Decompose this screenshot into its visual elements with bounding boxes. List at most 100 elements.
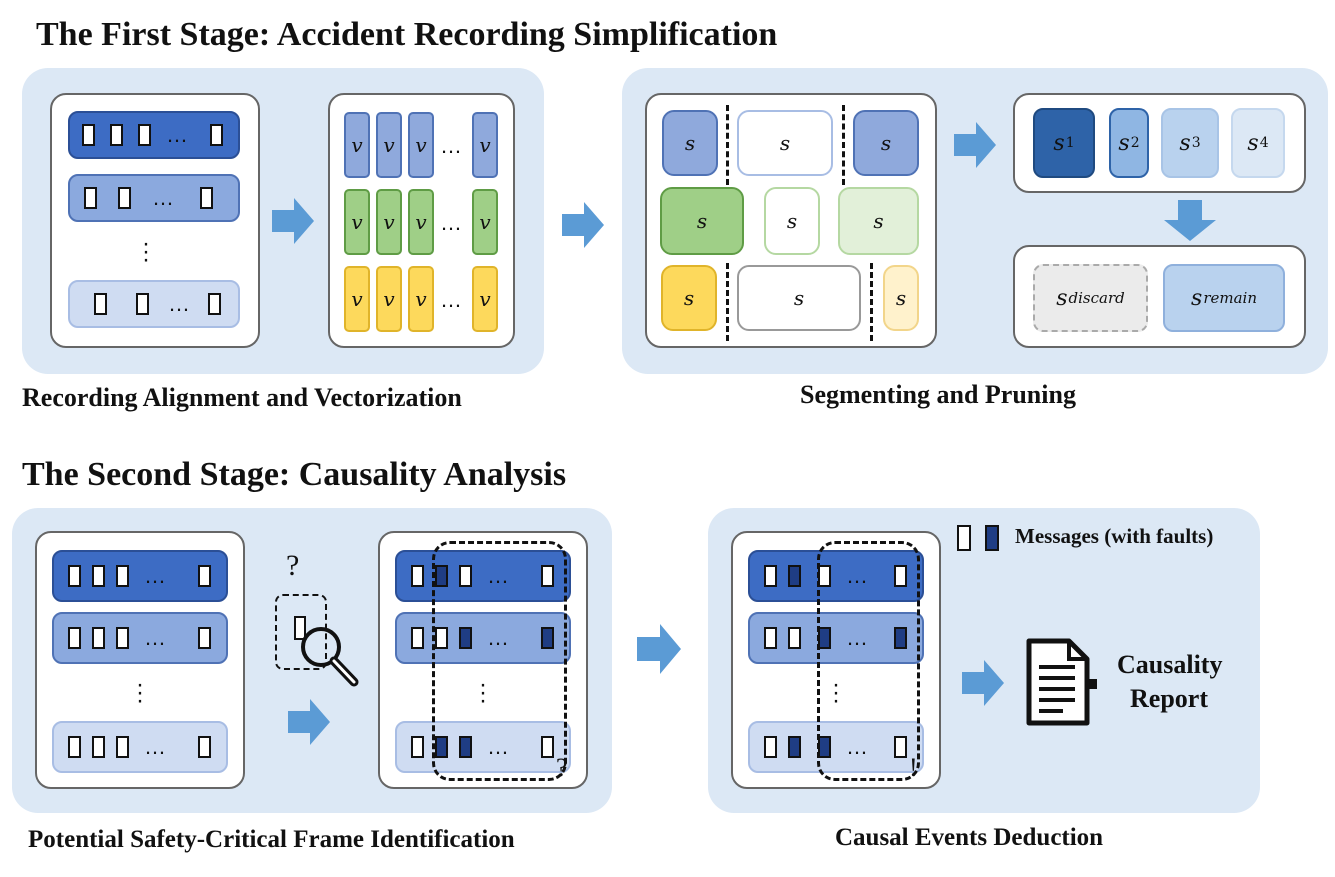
recording-row: … bbox=[68, 280, 240, 328]
recording-row: … bbox=[68, 111, 240, 159]
causal-events-card: … … ··· … ! bbox=[731, 531, 941, 789]
ellipsis: … bbox=[152, 185, 174, 210]
faulty-message-icon bbox=[788, 565, 801, 587]
recording-row: … bbox=[52, 721, 228, 773]
vector-cell: v bbox=[408, 189, 434, 255]
recording-row: … bbox=[748, 721, 924, 773]
report-title-line2: Report bbox=[1130, 684, 1208, 713]
recording-row: … bbox=[68, 174, 240, 222]
stage1-title: The First Stage: Accident Recording Simp… bbox=[36, 16, 778, 53]
right-arrow-icon bbox=[962, 660, 1004, 706]
vector-cell: v bbox=[376, 112, 402, 178]
segment-subscript: 2 bbox=[1130, 135, 1140, 151]
message-icon bbox=[92, 627, 105, 649]
exclamation-icon: ! bbox=[909, 753, 918, 782]
message-icon bbox=[957, 525, 971, 551]
recording-row: … bbox=[52, 550, 228, 602]
message-icon bbox=[435, 627, 448, 649]
message-icon bbox=[198, 565, 211, 587]
message-icon bbox=[411, 627, 424, 649]
message-icon bbox=[541, 565, 554, 587]
message-icon bbox=[198, 736, 211, 758]
message-icon bbox=[110, 124, 123, 146]
message-icon bbox=[92, 565, 105, 587]
segment-divider bbox=[842, 105, 845, 185]
identified-frame-card: … … ··· … ? bbox=[378, 531, 588, 789]
vertical-ellipsis: ··· bbox=[142, 230, 150, 273]
segment-subscript: remain bbox=[1203, 289, 1257, 307]
message-icon bbox=[118, 187, 131, 209]
right-arrow-icon bbox=[272, 198, 314, 244]
segment: s bbox=[662, 110, 718, 176]
segment-divider bbox=[726, 263, 729, 341]
recording-card: … … ··· … bbox=[50, 93, 260, 348]
faulty-message-icon bbox=[788, 736, 801, 758]
faulty-message-icon bbox=[435, 565, 448, 587]
vertical-ellipsis: ··· bbox=[136, 671, 144, 714]
message-icon bbox=[82, 124, 95, 146]
segment-subscript: 3 bbox=[1191, 135, 1201, 151]
ellipsis: … bbox=[144, 563, 166, 588]
message-icon bbox=[459, 565, 472, 587]
segment: s bbox=[661, 265, 717, 331]
vector-cell: v bbox=[408, 266, 434, 332]
message-icon bbox=[208, 293, 221, 315]
message-icon bbox=[68, 565, 81, 587]
faulty-message-icon bbox=[435, 736, 448, 758]
vector-cell: v bbox=[472, 189, 498, 255]
legend-label: Messages (with faults) bbox=[1015, 524, 1214, 548]
segment-base: s bbox=[1179, 130, 1191, 156]
segment-base: s bbox=[1056, 285, 1068, 311]
vertical-ellipsis: ··· bbox=[479, 671, 487, 714]
message-icon bbox=[68, 627, 81, 649]
segment: s bbox=[853, 110, 919, 176]
message-icon bbox=[136, 293, 149, 315]
question-mark-icon: ? bbox=[286, 549, 300, 582]
vector-card: v v v … v v v v … v v v v … v bbox=[328, 93, 515, 348]
faulty-message-icon bbox=[985, 525, 999, 551]
faulty-message-icon bbox=[459, 627, 472, 649]
stage2-right-caption: Causal Events Deduction bbox=[835, 824, 1104, 851]
segment-card: s s s s s s s s s bbox=[645, 93, 937, 348]
segment: s bbox=[883, 265, 919, 331]
vector-cell: v bbox=[344, 189, 370, 255]
vertical-ellipsis: ··· bbox=[832, 671, 840, 714]
ellipsis: … bbox=[166, 122, 188, 147]
message-icon bbox=[411, 565, 424, 587]
message-icon bbox=[764, 565, 777, 587]
causal-window bbox=[817, 541, 920, 781]
segment-divider bbox=[726, 105, 729, 185]
stage1-left-caption: Recording Alignment and Vectorization bbox=[22, 383, 462, 412]
segment: s bbox=[660, 187, 744, 255]
segment-subscript: discard bbox=[1068, 289, 1125, 307]
segment: s bbox=[764, 187, 820, 255]
message-icon bbox=[138, 124, 151, 146]
segment-base: s bbox=[1118, 130, 1130, 156]
report-document-icon bbox=[1026, 638, 1097, 726]
stage2-left-caption: Potential Safety-Critical Frame Identifi… bbox=[28, 826, 515, 853]
ellipsis: … bbox=[487, 734, 509, 759]
segment-base: s bbox=[1053, 130, 1065, 156]
message-icon bbox=[116, 736, 129, 758]
vector-cell: v bbox=[408, 112, 434, 178]
stage1-right-caption: Segmenting and Pruning bbox=[800, 380, 1076, 409]
recording-row: … bbox=[748, 550, 924, 602]
message-icon bbox=[94, 293, 107, 315]
recording-row: … bbox=[395, 612, 571, 664]
message-icon bbox=[788, 627, 801, 649]
message-icon bbox=[894, 736, 907, 758]
message-icon bbox=[541, 736, 554, 758]
candidate-frame-window bbox=[432, 541, 567, 781]
message-icon bbox=[198, 627, 211, 649]
stage2-title: The Second Stage: Causality Analysis bbox=[22, 456, 567, 493]
message-icon bbox=[210, 124, 223, 146]
recording-card: … … ··· … bbox=[35, 531, 245, 789]
segment-base: s bbox=[1191, 285, 1203, 311]
vector-cell: v bbox=[344, 266, 370, 332]
